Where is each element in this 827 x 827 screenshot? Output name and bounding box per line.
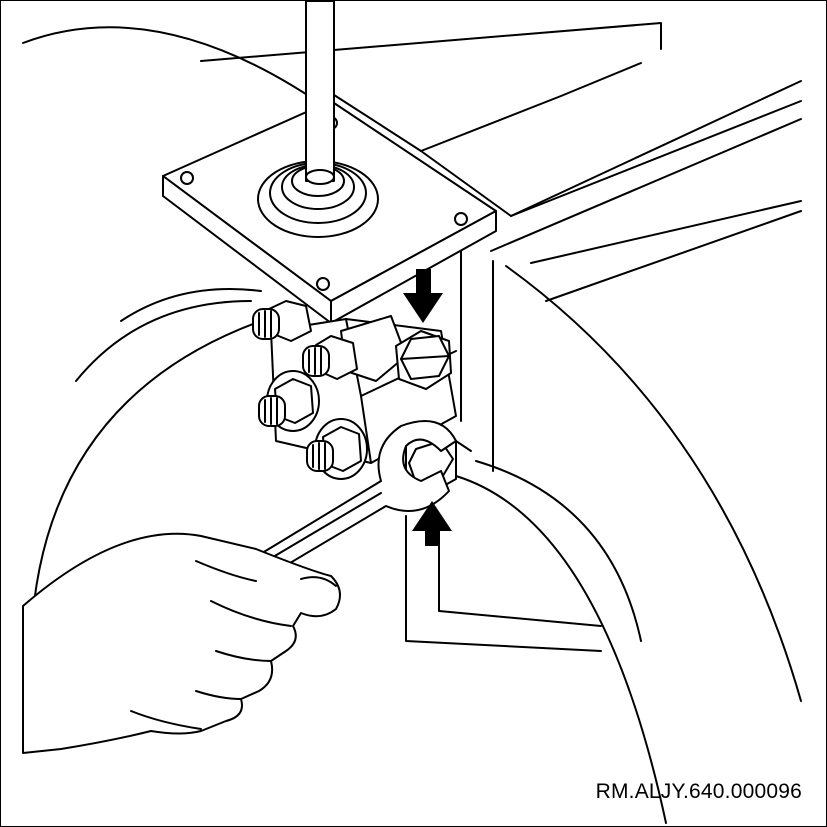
fitting-bottom xyxy=(306,418,368,480)
fitting-middle xyxy=(302,335,358,380)
hand xyxy=(22,532,341,754)
background-arcs xyxy=(30,288,262,642)
machine-housing-curve xyxy=(455,265,802,824)
fitting-top-left xyxy=(252,300,312,342)
upper-hex-fitting xyxy=(395,330,452,390)
hose-pipe xyxy=(405,515,602,652)
hydraulic-fittings xyxy=(252,300,368,480)
reference-code: RM.ALJY.640.000096 xyxy=(595,780,802,803)
control-lever xyxy=(257,1,379,238)
arrow-down-icon xyxy=(403,269,443,323)
arrow-up-icon xyxy=(412,501,452,546)
fitting-lower-left xyxy=(258,370,320,432)
